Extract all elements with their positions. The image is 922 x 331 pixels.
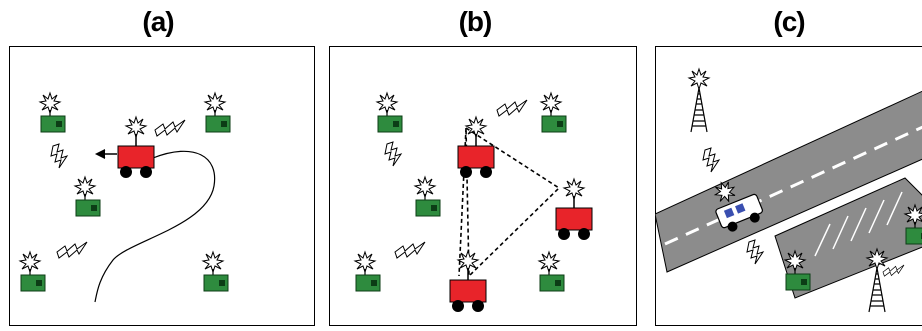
- panel-b-label: (b): [458, 6, 493, 37]
- panel-a-diagram: [9, 46, 315, 326]
- vehicle-icon: [711, 178, 763, 232]
- panel-c-label: (c): [773, 6, 805, 37]
- robot-trajectory: [94, 150, 216, 303]
- panel-c-diagram: [655, 46, 922, 326]
- panel-a-label: (a): [142, 6, 174, 37]
- panel-b-diagram: [329, 46, 637, 326]
- arrow-head-icon: [95, 149, 105, 159]
- panel-b-frame: [329, 46, 637, 326]
- panel-a-frame: [9, 46, 315, 326]
